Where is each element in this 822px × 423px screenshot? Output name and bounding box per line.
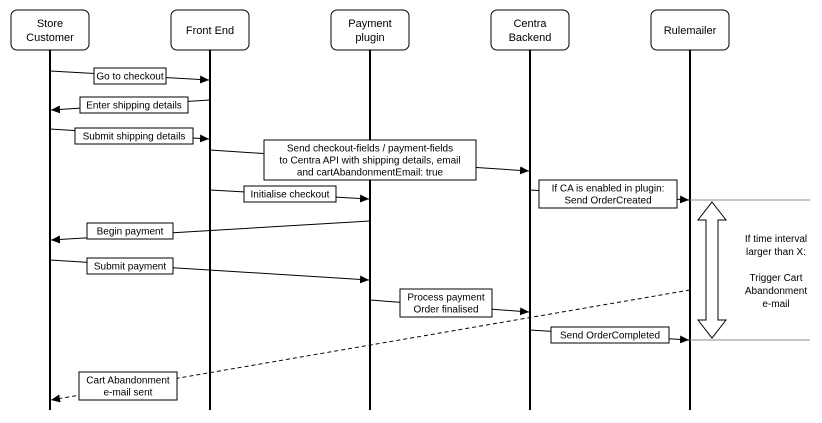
- message-label-submit-payment: Submit payment: [86, 257, 174, 275]
- message-text: Begin payment: [97, 227, 164, 238]
- message-label-box: [263, 139, 477, 181]
- actor-box: [170, 9, 250, 51]
- message-text: If CA is enabled in plugin:: [552, 184, 665, 195]
- actor-box: [490, 9, 570, 51]
- message-text: Submit payment: [94, 262, 166, 273]
- actor-label: Front End: [186, 25, 234, 37]
- message-label-box: [79, 96, 189, 114]
- message-text: Submit shipping details: [83, 132, 186, 143]
- actor-rulemailer: Rulemailer: [650, 9, 730, 51]
- message-label-box: [86, 222, 174, 240]
- note-line: Trigger Cart: [750, 273, 803, 284]
- actor-label: Centra: [513, 18, 547, 30]
- message-label-box: [243, 185, 337, 203]
- time-interval-arrow: [696, 201, 728, 339]
- message-label-submit-shipping: Submit shipping details: [74, 127, 194, 145]
- message-label-box: [86, 257, 174, 275]
- note-line: If time interval: [745, 234, 807, 245]
- actor-box: [330, 9, 410, 51]
- note-line: larger than X:: [746, 247, 806, 258]
- message-label-send-order-completed: Send OrderCompleted: [550, 326, 670, 344]
- message-text: Go to checkout: [96, 72, 163, 83]
- message-text: Order finalised: [413, 305, 478, 316]
- message-label-initialise-checkout: Initialise checkout: [243, 185, 337, 203]
- actor-label: Rulemailer: [664, 25, 717, 37]
- message-text: Send OrderCompleted: [560, 331, 660, 342]
- message-label-begin-payment: Begin payment: [86, 222, 174, 240]
- actor-label: Backend: [509, 32, 552, 44]
- message-text: Send OrderCreated: [564, 196, 651, 207]
- actor-label: Store: [37, 18, 63, 30]
- time-interval-note: If time interval larger than X: Trigger Ca…: [745, 234, 807, 310]
- message-text: Cart Abandonment: [86, 376, 170, 387]
- message-text: Send checkout-fields / payment-fields: [287, 144, 453, 155]
- note-line: e-mail: [762, 299, 789, 310]
- actor-label: Customer: [26, 32, 74, 44]
- message-label-enter-shipping: Enter shipping details: [79, 96, 189, 114]
- message-label-box: [550, 326, 670, 344]
- message-text: Process payment: [407, 293, 484, 304]
- actor-label: plugin: [355, 32, 384, 44]
- message-label-send-order-created: If CA is enabled in plugin:Send OrderCre…: [538, 179, 678, 209]
- message-label-box: [74, 127, 194, 145]
- message-text: e-mail sent: [104, 388, 153, 399]
- message-label-go-to-checkout: Go to checkout: [93, 67, 167, 85]
- message-text: Enter shipping details: [86, 101, 182, 112]
- message-text: and cartAbandonmentEmail: true: [297, 168, 444, 179]
- message-label-send-checkout-fields: Send checkout-fields / payment-fieldsto …: [263, 139, 477, 181]
- message-label-box: [93, 67, 167, 85]
- actor-box: [650, 9, 730, 51]
- actor-frontend: Front End: [170, 9, 250, 51]
- actor-label: Payment: [348, 18, 391, 30]
- message-label-box: [538, 179, 678, 209]
- actor-box: [10, 9, 90, 51]
- message-label-box: [399, 288, 493, 318]
- actor-payment: Payment plugin: [330, 9, 410, 51]
- message-text: Initialise checkout: [251, 190, 330, 201]
- message-label-box: [78, 371, 178, 401]
- note-line: Abandonment: [745, 286, 807, 297]
- message-text: to Centra API with shipping details, ema…: [279, 156, 460, 167]
